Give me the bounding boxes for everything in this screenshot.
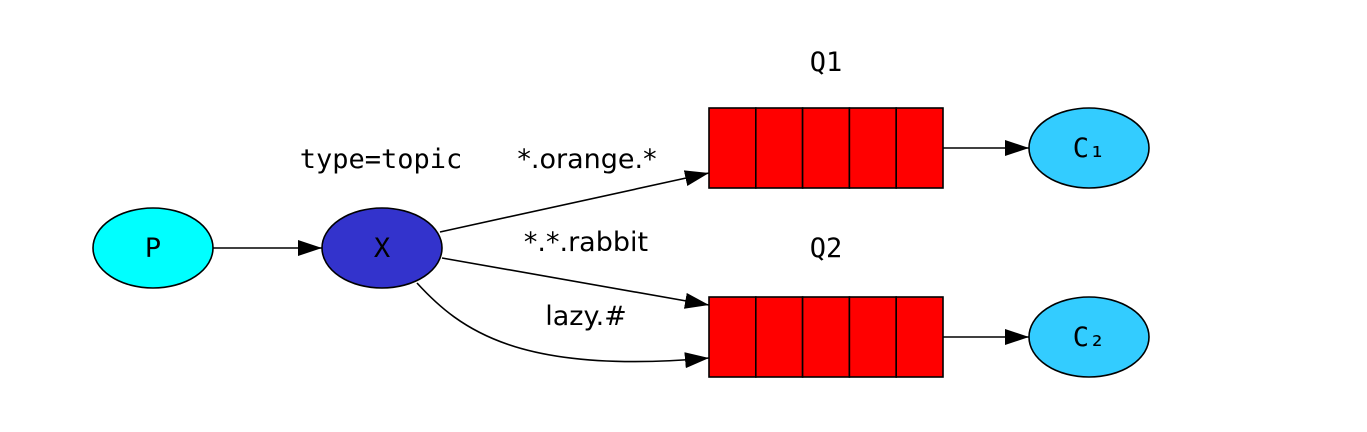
consumer1-node: C₁ [1028,107,1150,189]
exchange-node: X [321,207,443,289]
producer-label: P [145,233,161,264]
queue2-cell [801,296,851,378]
exchange-type-label: type=topic [300,144,463,175]
queue2-node [708,296,944,378]
queue2-label: Q2 [810,233,843,264]
queue2-cell [754,296,804,378]
queue1-cell [754,107,804,189]
queue1-cell [895,107,944,189]
queue2-cell [708,296,757,378]
queue1-label: Q1 [810,47,843,78]
queue2-cell [848,296,898,378]
edge-exchange-q1 [439,170,710,233]
queue1-cell [848,107,898,189]
binding-label-lazy: lazy.# [545,301,627,332]
queue1-cell [708,107,757,189]
producer-node: P [92,207,214,289]
edge-exchange-q2-lazy [416,282,710,369]
binding-label-orange: *.orange.* [517,144,656,175]
consumer2-node: C₂ [1028,296,1150,378]
consumer1-label: C₁ [1073,133,1106,164]
queue1-cell [801,107,851,189]
exchange-label: X [374,233,390,264]
edge-exchange-q2-rabbit [441,257,710,309]
consumer2-label: C₂ [1073,322,1106,353]
queue2-cell [895,296,944,378]
binding-label-rabbit: *.*.rabbit [524,227,648,258]
queue1-node [708,107,944,189]
